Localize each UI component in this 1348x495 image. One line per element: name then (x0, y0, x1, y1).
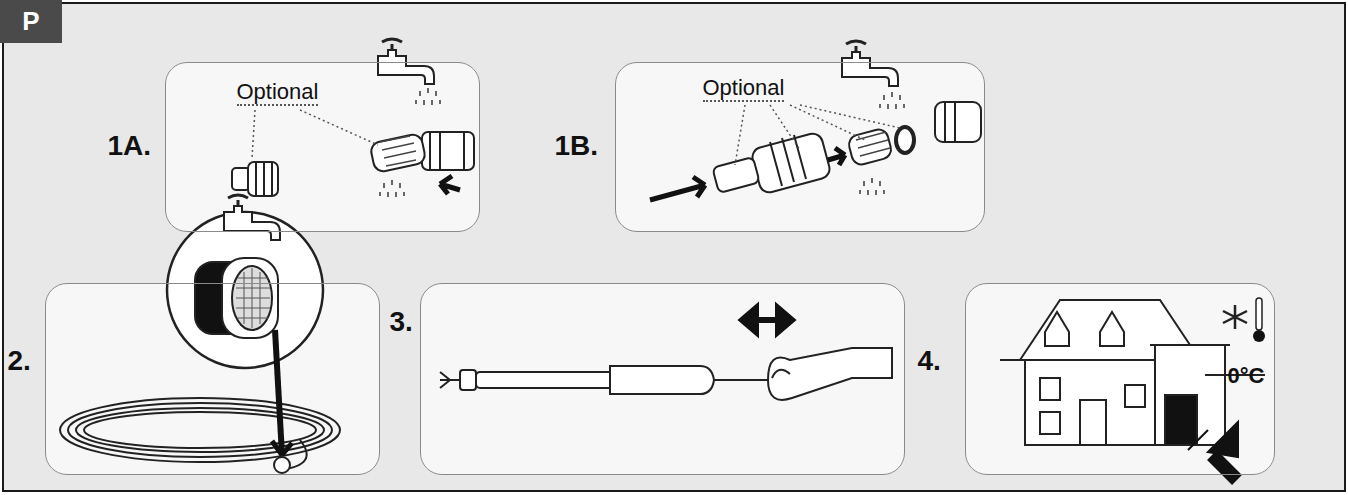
section-letter: P (0, 0, 62, 43)
temperature-label: 0°C (1228, 363, 1265, 389)
step-number: 4. (918, 345, 941, 377)
step-number: 2. (8, 345, 31, 377)
step-number: 1A. (108, 130, 152, 162)
step-panel: 3. (420, 283, 905, 475)
step-panel: 1A.Optional (165, 62, 480, 232)
step-panel: 2. (45, 283, 380, 475)
optional-note: Optional (237, 80, 319, 106)
step-number: 1B. (555, 130, 599, 162)
step-panel: 1B.Optional (615, 62, 985, 232)
optional-note: Optional (703, 76, 785, 102)
step-panel: 4.0°C (965, 283, 1275, 475)
step-number: 3. (390, 306, 413, 338)
